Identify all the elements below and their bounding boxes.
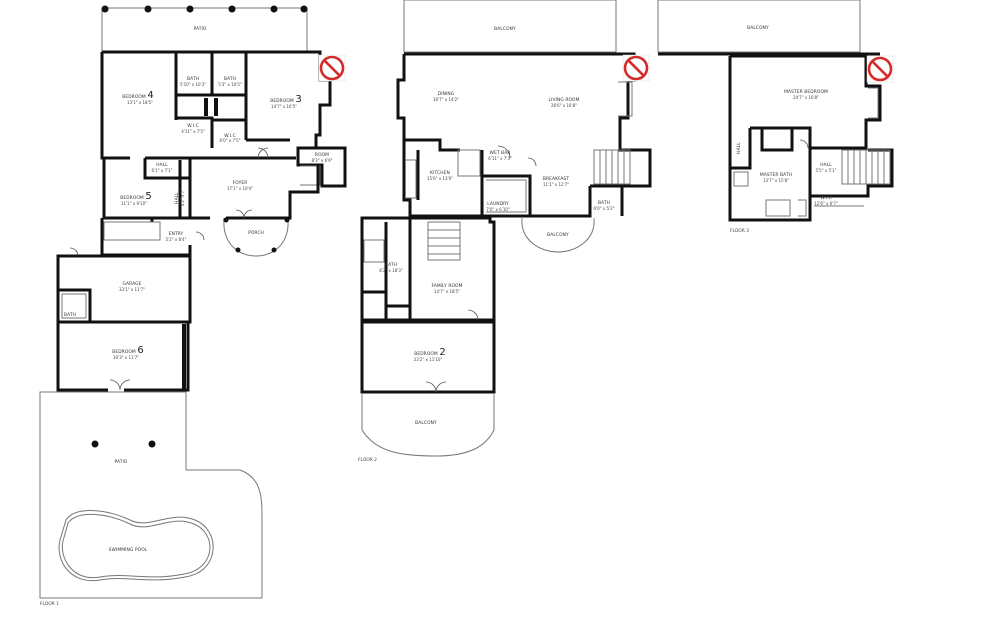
room-label-wic-b: W.I.C	[224, 133, 236, 139]
room-label-bedroom5: BEDROOM 5	[120, 191, 152, 202]
room-label-balcony-bottom: BALCONY	[415, 420, 437, 426]
room-label-foyer: FOYER	[233, 180, 248, 186]
room-dims-breakfast: 11'1" x 12'7"	[543, 182, 569, 187]
room-dims-bedroom5: 11'1" x 9'10"	[121, 201, 147, 206]
room-label-bedroom6: BEDROOM 6	[112, 345, 144, 356]
floor-2-label: FLOOR 2	[358, 457, 377, 463]
room-label-breakfast: BREAKFAST	[543, 176, 569, 182]
room-dims-master: 24'7" x 16'8"	[793, 95, 819, 100]
room-dims-bath-b: 5'3" x 10'5"	[218, 82, 242, 87]
room-dims-hall-a: 6'1" x 7'1"	[152, 168, 173, 173]
room-label-patio-top: PATIO	[194, 26, 207, 32]
room-label-bedroom4: BEDROOM 4	[122, 90, 154, 101]
room-label-bedroom3: BEDROOM 3	[270, 94, 302, 105]
room-label-hall-a: HALL	[156, 162, 168, 168]
room-label-master-bath: MASTER BATH	[760, 172, 792, 178]
room-dims-bedroom4: 13'1" x 18'5"	[127, 100, 153, 105]
room-label-bath-d: BATH	[598, 200, 610, 206]
room-label-hall-b: HALL	[174, 192, 180, 204]
no-entry-icon	[866, 55, 894, 83]
room-dims-bedroom3: 14'7" x 16'5"	[271, 104, 297, 109]
room-dims-bedroom2: 23'2" x 11'10"	[414, 357, 443, 362]
room-label-pool: SWIMMING POOL	[109, 547, 148, 553]
room-dims-master-bath: 13'7" x 15'8"	[763, 178, 789, 183]
room-label-porch: PORCH	[248, 230, 264, 236]
room-dims-living: 26'6" x 16'8"	[551, 103, 577, 108]
room-label-balcony-mid: BALCONY	[547, 232, 569, 238]
room-label-patio-bottom: PATIO	[115, 459, 128, 465]
room-dims-bedroom6: 30'3" x 11'7"	[113, 355, 139, 360]
room-label-bath-e: BATH	[385, 262, 397, 268]
balcony-top-outline	[403, 0, 617, 53]
no-entry-icon	[318, 54, 346, 82]
patio-top-columns	[101, 5, 308, 13]
room-dims-bath-d: 6'0" x 5'2"	[594, 206, 615, 211]
room-dims-hall-b: 4'2" x 7'	[180, 190, 185, 207]
room-dims-wic-c: 12'6" x 6'7"	[814, 201, 838, 206]
room-label-wic-a: W.I.C	[187, 123, 199, 129]
room-label-bedroom2: BEDROOM 2	[414, 347, 446, 358]
room-label-balcony-f3: BALCONY	[747, 25, 769, 31]
room-label-kitchen: KITCHEN	[430, 170, 450, 176]
room-dims-bath-a: 5'10" x 10'3"	[180, 82, 206, 87]
room-dims-wic-b: 6'0" x 7'5"	[220, 138, 241, 143]
room-label-bath-c: BATH	[64, 312, 76, 318]
room-label-wetbar: WET BAR	[490, 150, 511, 156]
floor-2: BALCONY DINING 16'7" x 14'2" LIVING ROOM…	[358, 0, 652, 463]
room-dims-laundry: 7'0" x 6'10"	[486, 207, 510, 212]
room-label-laundry: LAUNDRY	[487, 201, 509, 207]
room-dims-family: 14'7" x 18'5"	[434, 289, 460, 294]
room-dims-kitchen: 15'6" x 13'0"	[427, 176, 453, 181]
no-entry-icon	[622, 54, 650, 82]
room-label-wic-c: W.I.C	[820, 195, 832, 201]
floor-3: BALCONY MASTER BEDROOM 24'7" x 16'8" HAL…	[657, 0, 894, 234]
room-label-garage: GARAGE	[123, 281, 142, 287]
room-dims-garage: 33'1" x 11'7"	[119, 287, 145, 292]
room-dims-hall-d: 5'5" x 5'1"	[816, 168, 837, 173]
floor-1-label: FLOOR 1	[40, 601, 59, 607]
room-label-bath-a: BATH	[187, 76, 199, 82]
room-label-hall-d: HALL	[820, 162, 832, 168]
room-dims-dining: 16'7" x 14'2"	[433, 97, 459, 102]
room-label-living: LIVING ROOM	[549, 97, 580, 103]
room-label-master: MASTER BEDROOM	[784, 89, 828, 95]
room-dims-wetbar: 6'11" x 7'3"	[488, 156, 512, 161]
room-dims-bath-e: 8'2" x 18'3"	[379, 268, 403, 273]
room-label-bath-b: BATH	[224, 76, 236, 82]
room-dims-entry: 5'2" x 8'4"	[166, 237, 187, 242]
room-dims-foyer: 17'1" x 10'4"	[227, 186, 253, 191]
room-label-room: ROOM	[315, 152, 329, 158]
room-label-hall-c: HALL	[736, 142, 742, 154]
room-label-balcony-top: BALCONY	[494, 26, 516, 32]
room-dims-room: 8'3" x 6'9"	[312, 158, 333, 163]
room-label-dining: DINING	[438, 91, 455, 97]
floor-1: PATIO BEDROOM 4 13'1" x 18'5" BATH 5'10"…	[39, 5, 347, 607]
room-dims-wic-a: 4'11" x 7'5"	[181, 129, 205, 134]
room-label-entry: ENTRY	[169, 231, 184, 237]
balcony-f3-outline	[657, 0, 861, 53]
room-label-family: FAMILY ROOM	[432, 283, 463, 289]
floor-3-label: FLOOR 3	[730, 228, 749, 234]
